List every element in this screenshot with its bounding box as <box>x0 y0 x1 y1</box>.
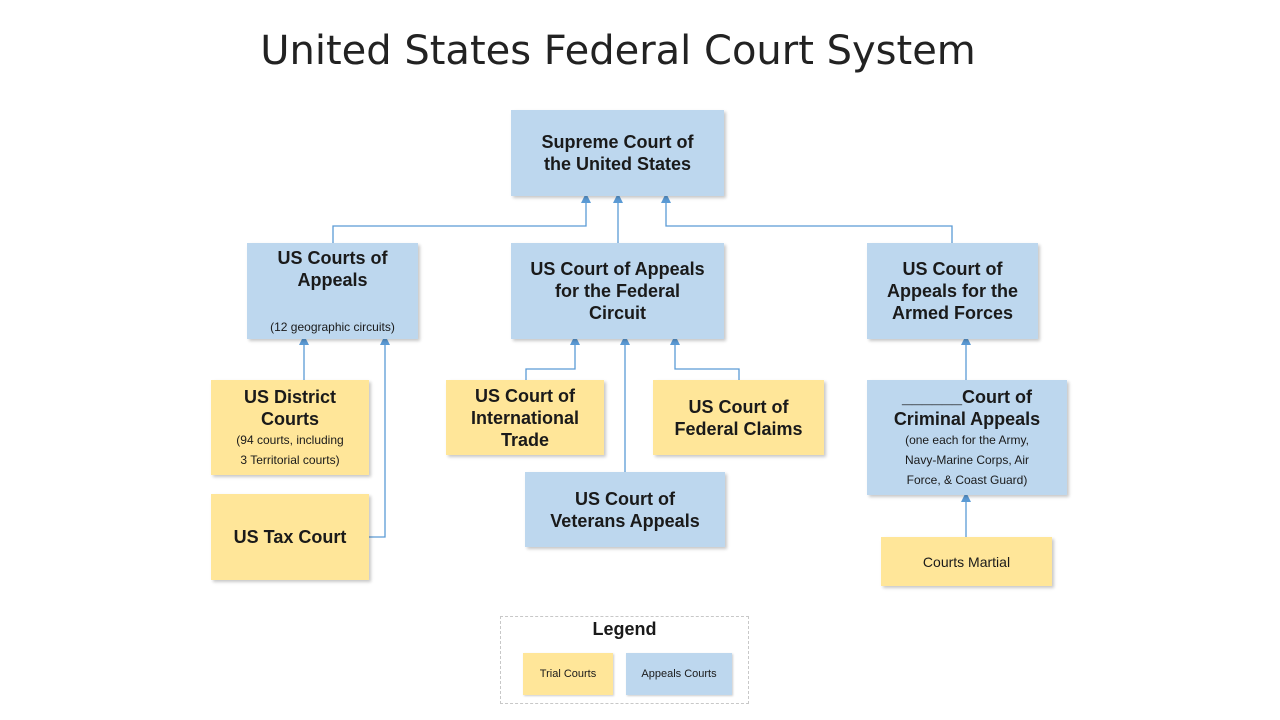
criminal-appeals-note: (one each for the Army, Navy-Marine Corp… <box>904 432 1030 487</box>
supreme-court-name: Supreme Court of the United States <box>541 132 694 174</box>
veterans-appeals-name: US Court of Veterans Appeals <box>550 488 700 531</box>
courts-of-appeals-note: (12 geographic circuits) <box>270 320 395 334</box>
district-courts-note: (94 courts, including 3 Territorial cour… <box>236 432 344 467</box>
federal-circuit-box: US Court of Appeals for the Federal Circ… <box>511 243 724 339</box>
criminal-appeals-name: ______Court of Criminal Appeals <box>893 386 1041 429</box>
arrow-claims-to-federal-circuit <box>670 335 740 380</box>
international-trade-box: US Court of International Trade <box>446 380 604 455</box>
international-trade-name: US Court of International Trade <box>470 385 579 450</box>
veterans-appeals-box: US Court of Veterans Appeals <box>525 472 725 547</box>
courts-martial-name: Courts Martial <box>922 553 1011 570</box>
diagram-title: United States Federal Court System <box>260 28 976 74</box>
legend-title: Legend <box>592 619 657 639</box>
arrow-armed-forces-to-supreme <box>661 193 953 243</box>
federal-circuit-name: US Court of Appeals for the Federal Circ… <box>530 259 705 323</box>
legend-trial-swatch: Trial Courts <box>523 653 613 695</box>
tax-court-name: US Tax Court <box>233 527 347 547</box>
armed-forces-name: US Court of Appeals for the Armed Forces <box>886 259 1019 323</box>
armed-forces-box: US Court of Appeals for the Armed Forces <box>867 243 1038 339</box>
legend-appeals-swatch: Appeals Courts <box>626 653 732 695</box>
district-courts-box: US District Courts (94 courts, including… <box>211 380 369 475</box>
federal-claims-name: US Court of Federal Claims <box>674 396 803 439</box>
criminal-appeals-box: ______Court of Criminal Appeals (one eac… <box>867 380 1067 495</box>
supreme-court-box: Supreme Court of the United States <box>511 110 724 196</box>
courts-of-appeals-box: US Courts of Appeals (12 geographic circ… <box>247 243 418 339</box>
district-courts-name: US District Courts <box>243 386 337 429</box>
legend: Legend Trial Courts Appeals Courts <box>500 616 749 704</box>
tax-court-box: US Tax Court <box>211 494 369 580</box>
arrow-appeals-to-supreme <box>332 193 591 243</box>
federal-claims-box: US Court of Federal Claims <box>653 380 824 455</box>
arrow-tax-to-appeals <box>369 335 390 538</box>
courts-of-appeals-name: US Courts of Appeals <box>277 248 388 290</box>
arrow-trade-to-federal-circuit <box>525 335 580 380</box>
courts-martial-box: Courts Martial <box>881 537 1052 586</box>
